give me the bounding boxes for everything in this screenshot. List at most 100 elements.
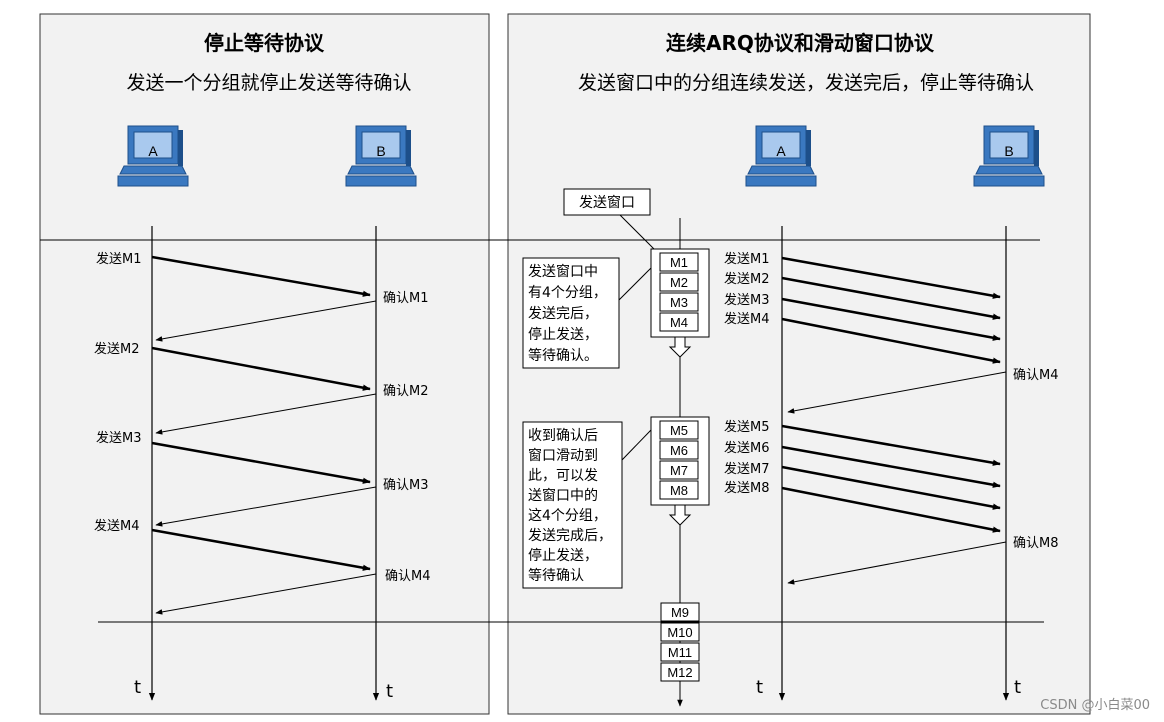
packet-box [659, 460, 699, 480]
right-ack-label-2: 确认M8 [1013, 536, 1059, 551]
window-2-packets: M5 M6 M7 M8 [659, 420, 699, 500]
left-send-arrow-2 [151, 346, 371, 391]
left-subtitle: 发送一个分组就停止发送等待确认 [126, 72, 411, 94]
left-ack-label-1: 确认M1 [383, 291, 429, 306]
packet-box [660, 642, 700, 662]
note-1-line: 发送完后， [528, 306, 598, 322]
right-send-arrow-3 [781, 297, 1001, 341]
right-send-label-6: 发送M6 [724, 440, 770, 456]
right-send-arrow-1 [781, 256, 1001, 299]
right-send-arrow-8 [781, 486, 1001, 533]
packet-box [659, 292, 699, 312]
packet-label: M5 [670, 423, 688, 438]
left-send-arrow-3 [151, 441, 371, 484]
note-2-line: 此，可以发 [528, 468, 598, 484]
right-send-label-3: 发送M3 [724, 292, 770, 308]
note-1-leader [618, 267, 652, 301]
left-send-arrow-1 [151, 255, 371, 297]
queue-packets: M9 M10 M11 M12 [660, 602, 700, 682]
left-time-a-label: t [134, 677, 141, 698]
right-send-label-2: 发送M2 [724, 271, 770, 287]
note-1-line: 等待确认。 [528, 347, 598, 364]
window-label-box [563, 188, 651, 216]
packet-label: M10 [667, 625, 692, 640]
left-ack-arrow-3 [155, 486, 377, 527]
note-2-line: 等待确认 [528, 567, 584, 584]
packet-label: M1 [670, 255, 688, 270]
right-send-arrow-5 [781, 424, 1001, 466]
packet-label: M3 [670, 295, 688, 310]
note-2-box [522, 421, 623, 589]
note-2-line: 收到确认后 [528, 428, 598, 444]
right-ack-arrow-1 [787, 371, 1007, 414]
right-host-a-computer-icon [745, 125, 817, 187]
right-time-b-label: t [1014, 677, 1021, 698]
packet-box [659, 480, 699, 500]
right-send-label-4: 发送M4 [724, 311, 770, 327]
right-send-label-1: 发送M1 [724, 251, 770, 267]
right-title: 连续ARQ协议和滑动窗口协议 [666, 31, 935, 55]
left-send-label-3: 发送M3 [96, 430, 142, 446]
left-send-label-2: 发送M2 [94, 341, 140, 357]
note-2-line: 窗口滑动到 [528, 447, 598, 464]
host-a-computer-icon [117, 125, 189, 187]
note-1-box [522, 257, 620, 369]
packet-label: M6 [670, 443, 688, 458]
right-host-b-label: B [1004, 143, 1013, 159]
right-time-a-label: t [756, 677, 763, 698]
left-title: 停止等待协议 [204, 31, 325, 55]
packet-label: M2 [670, 275, 688, 290]
left-panel-frame [39, 13, 490, 715]
packet-box [659, 420, 699, 440]
packet-box [659, 312, 699, 332]
packet-label: M12 [667, 665, 692, 680]
note-2-line: 停止发送， [528, 547, 598, 564]
right-send-label-7: 发送M7 [724, 461, 770, 477]
left-ack-arrow-1 [155, 300, 377, 342]
right-ack-arrow-2 [787, 541, 1007, 585]
note-2-leader [621, 429, 652, 461]
host-b-label: B [376, 143, 385, 159]
window-label: 发送窗口 [579, 194, 635, 211]
note-1-line: 发送窗口中 [528, 263, 598, 280]
right-ack-label-1: 确认M4 [1013, 368, 1059, 383]
host-a-label: A [148, 143, 158, 159]
window-1-packets: M1 M2 M3 M4 [659, 252, 699, 332]
packet-label: M8 [670, 483, 688, 498]
right-host-a-label: A [776, 143, 786, 159]
note-2-line: 送窗口中的 [528, 487, 598, 504]
right-send-arrow-2 [781, 276, 1001, 320]
note-1-line: 有4个分组， [528, 285, 607, 301]
packet-label: M7 [670, 463, 688, 478]
watermark: CSDN @小白菜00 [1040, 697, 1150, 713]
left-ack-label-4: 确认M4 [385, 569, 431, 584]
left-send-label-4: 发送M4 [94, 518, 140, 534]
note-1-line: 停止发送， [528, 326, 598, 343]
left-ack-label-2: 确认M2 [383, 384, 429, 399]
note-2-line: 发送完成后， [528, 528, 612, 544]
packet-box [659, 252, 699, 272]
left-ack-arrow-4 [155, 573, 377, 615]
left-send-label-1: 发送M1 [96, 251, 142, 267]
right-host-b-computer-icon [973, 125, 1045, 187]
right-subtitle: 发送窗口中的分组连续发送，发送完后，停止等待确认 [578, 72, 1034, 94]
window-label-leader [619, 214, 661, 256]
packet-box [659, 272, 699, 292]
right-send-arrow-4 [781, 317, 1001, 364]
packet-label: M9 [671, 605, 689, 620]
slide-down-arrow-icon [668, 336, 692, 358]
right-send-arrow-7 [781, 465, 1001, 510]
packet-box [660, 622, 700, 642]
right-send-label-5: 发送M5 [724, 419, 770, 435]
packet-box [660, 602, 700, 622]
right-send-label-8: 发送M8 [724, 480, 770, 496]
packet-box [660, 662, 700, 682]
right-send-arrow-6 [781, 445, 1001, 488]
left-ack-arrow-2 [155, 393, 377, 435]
left-time-b-label: t [386, 681, 393, 702]
packet-label: M11 [668, 645, 692, 660]
left-send-arrow-4 [151, 528, 371, 571]
slide-down-arrow-icon [668, 504, 692, 526]
left-ack-label-3: 确认M3 [383, 478, 429, 493]
